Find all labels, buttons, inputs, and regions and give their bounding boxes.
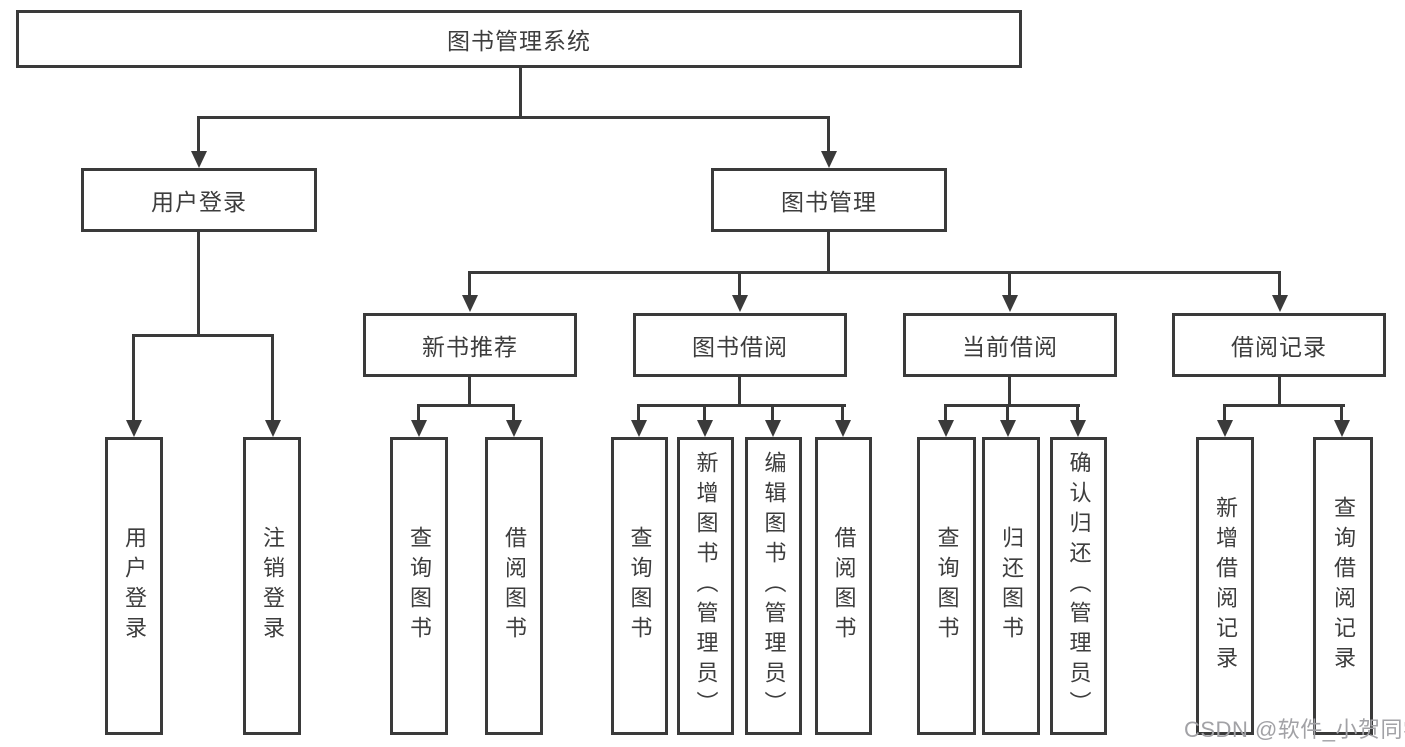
node-current-borrow: 当前借阅 [903,313,1117,377]
arrowhead-icon [821,151,837,168]
leaf-logout: 注销登录 [243,437,301,735]
leaf-user-login: 用户登录 [105,437,163,735]
node-book-borrow: 图书借阅 [633,313,847,377]
leaf-edit-book-admin: 编辑图书（管理员） [745,437,802,735]
connector-line [637,406,640,422]
connector-line [519,68,522,118]
connector-line [841,406,844,422]
leaf-label: 借阅图书 [831,526,857,646]
arrowhead-icon [631,420,647,437]
node-borrow-record-label: 借阅记录 [1231,334,1327,360]
node-borrow-record: 借阅记录 [1172,313,1386,377]
connector-line [1008,273,1011,297]
node-current-borrow-label: 当前借阅 [962,334,1058,360]
leaf-label: 查询图书 [934,526,960,646]
connector-line [1006,406,1009,422]
connector-line [1223,404,1345,407]
connector-line [468,273,471,297]
arrowhead-icon [697,420,713,437]
node-user-login-label: 用户登录 [151,189,247,215]
connector-line [944,406,947,422]
connector-line [132,334,274,337]
arrowhead-icon [126,420,142,437]
arrowhead-icon [938,420,954,437]
node-root: 图书管理系统 [16,10,1022,68]
leaf-label: 注销登录 [260,526,285,646]
connector-line [1223,406,1226,422]
leaf-label: 归还图书 [999,526,1024,646]
leaf-query-book-2: 查询图书 [611,437,668,735]
leaf-label: 编辑图书（管理员） [761,451,787,721]
connector-line [197,118,200,154]
connector-line [827,232,830,273]
connector-line [1278,273,1281,297]
arrowhead-icon [1334,420,1350,437]
connector-line [1340,406,1343,422]
leaf-return-book: 归还图书 [982,437,1040,735]
connector-line [1008,377,1011,406]
leaf-label: 查询借阅记录 [1331,496,1356,676]
leaf-label: 确认归还（管理员） [1066,451,1092,721]
connector-line [468,271,1281,274]
connector-line [738,273,741,297]
connector-line [417,406,420,422]
connector-line [944,404,1080,407]
leaf-label: 查询图书 [627,526,653,646]
leaf-add-book-admin: 新增图书（管理员） [677,437,734,735]
leaf-label: 查询图书 [407,526,432,646]
connector-line [512,406,515,422]
node-root-label: 图书管理系统 [447,28,591,54]
arrowhead-icon [765,420,781,437]
leaf-borrow-book-2: 借阅图书 [815,437,872,735]
leaf-query-borrow-record: 查询借阅记录 [1313,437,1373,735]
leaf-label: 用户登录 [122,526,147,646]
node-book-management: 图书管理 [711,168,947,232]
node-new-book-recommend: 新书推荐 [363,313,577,377]
leaf-query-book-3: 查询图书 [917,437,976,735]
arrowhead-icon [462,295,478,312]
arrowhead-icon [732,295,748,312]
connector-line [271,336,274,422]
leaf-label: 借阅图书 [502,526,527,646]
arrowhead-icon [265,420,281,437]
node-new-book-recommend-label: 新书推荐 [422,334,518,360]
csdn-watermark: CSDN @软件_小贺同学 [1184,717,1405,742]
arrowhead-icon [835,420,851,437]
connector-line [197,116,830,119]
leaf-label: 新增借阅记录 [1213,496,1238,676]
arrowhead-icon [1070,420,1086,437]
node-book-borrow-label: 图书借阅 [692,334,788,360]
leaf-add-borrow-record: 新增借阅记录 [1196,437,1254,735]
leaf-label: 新增图书（管理员） [693,451,719,721]
leaf-borrow-book-1: 借阅图书 [485,437,543,735]
arrowhead-icon [1272,295,1288,312]
connector-line [637,404,846,407]
connector-line [468,377,471,406]
leaf-confirm-return-admin: 确认归还（管理员） [1050,437,1107,735]
connector-line [771,406,774,422]
arrowhead-icon [1000,420,1016,437]
arrowhead-icon [1217,420,1233,437]
connector-line [1076,406,1079,422]
connector-line [827,118,830,154]
arrowhead-icon [411,420,427,437]
leaf-query-book-1: 查询图书 [390,437,448,735]
node-book-management-label: 图书管理 [781,189,877,215]
node-user-login: 用户登录 [81,168,317,232]
connector-line [703,406,706,422]
connector-line [132,336,135,422]
connector-line [738,377,741,406]
connector-line [1278,377,1281,406]
connector-line [417,404,515,407]
connector-line [197,232,200,336]
arrowhead-icon [506,420,522,437]
arrowhead-icon [1002,295,1018,312]
arrowhead-icon [191,151,207,168]
